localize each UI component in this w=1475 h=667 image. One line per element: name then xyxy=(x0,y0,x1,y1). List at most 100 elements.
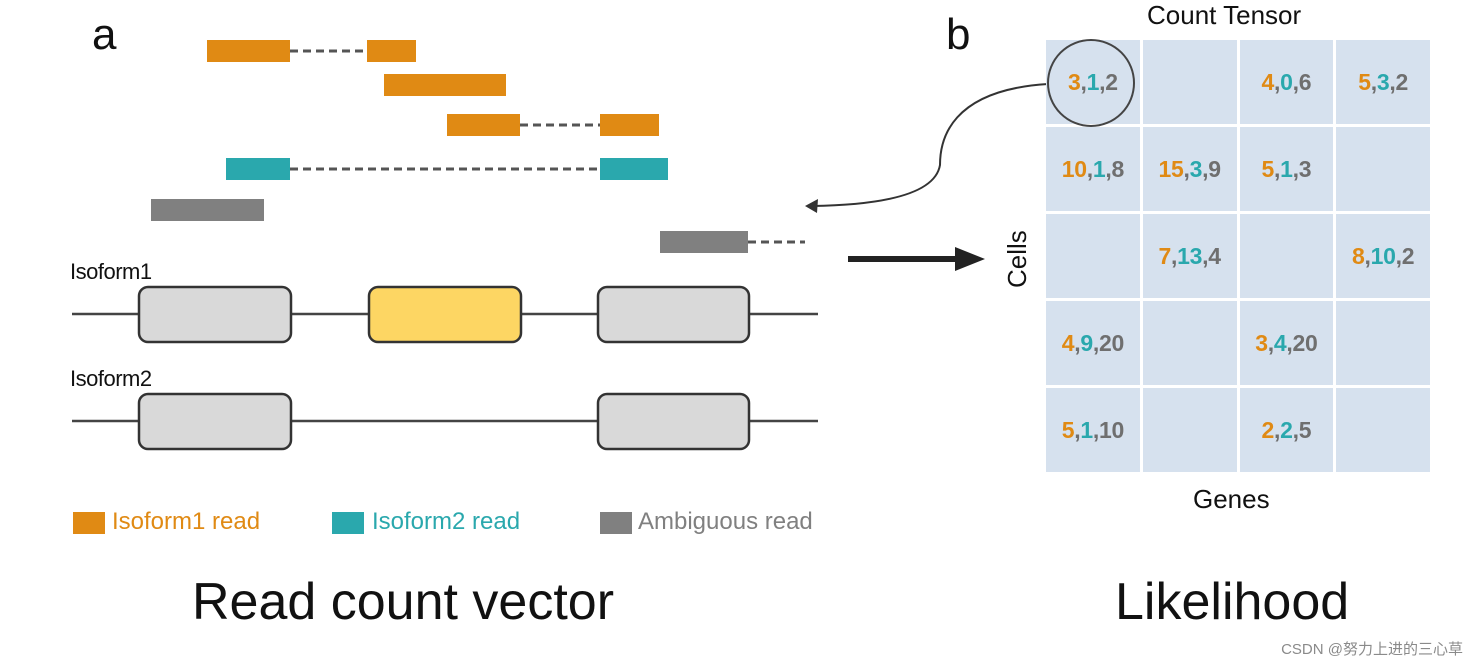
tensor-value: 8 xyxy=(1352,242,1365,269)
tensor-value: 3 xyxy=(1298,155,1312,182)
tensor-cell-r1-c0: 10,1,8 xyxy=(1046,127,1140,211)
tensor-value: 5 xyxy=(1298,416,1312,443)
tensor-cell-r3-c2: 3,4,20 xyxy=(1239,301,1334,385)
tensor-value: 5 xyxy=(1061,416,1075,443)
tensor-separator: , xyxy=(1274,155,1281,182)
tensor-value: 4 xyxy=(1273,329,1287,356)
isoform1-exon-2 xyxy=(367,285,523,344)
tensor-cell-r2-c2 xyxy=(1239,214,1334,298)
tensor-separator: , xyxy=(1074,416,1081,443)
tensor-cell-r1-c3 xyxy=(1336,127,1430,211)
genes-axis-label: Genes xyxy=(1193,484,1270,514)
isoform1-read xyxy=(367,40,416,62)
tensor-value: 15 xyxy=(1158,155,1184,182)
tensor-value: 2 xyxy=(1261,416,1275,443)
tensor-cell-r3-c3 xyxy=(1336,301,1430,385)
tensor-separator: , xyxy=(1274,416,1281,443)
isoform1-read xyxy=(384,74,506,96)
tensor-separator: , xyxy=(1267,329,1274,356)
isoform1-exon-3 xyxy=(596,285,751,344)
tensor-value: 3 xyxy=(1376,68,1390,95)
tensor-value: 6 xyxy=(1298,68,1312,95)
tensor-value: 9 xyxy=(1080,329,1093,356)
tensor-cell-r3-c1 xyxy=(1142,301,1237,385)
tensor-cell-r0-c1 xyxy=(1142,40,1237,124)
tensor-value: 8 xyxy=(1111,155,1124,182)
tensor-value: 20 xyxy=(1292,329,1318,356)
tensor-cell-r2-c0 xyxy=(1046,214,1140,298)
tensor-value: 2 xyxy=(1105,68,1118,95)
highlight-circle xyxy=(1047,39,1135,127)
isoform1-read xyxy=(600,114,659,136)
tensor-cell-r0-c0: 3,1,2 xyxy=(1046,40,1140,124)
tensor-value: 4 xyxy=(1261,68,1275,95)
tensor-value: 0 xyxy=(1280,68,1293,95)
tensor-value: 2 xyxy=(1280,416,1293,443)
isoform2-exon-2 xyxy=(596,392,751,451)
caption-likelihood: Likelihood xyxy=(1115,573,1350,631)
tensor-value: 7 xyxy=(1158,242,1172,269)
tensor-value: 5 xyxy=(1261,155,1275,182)
isoform1-label: Isoform1 xyxy=(70,259,152,284)
tensor-separator: , xyxy=(1395,242,1402,269)
tensor-value: 2 xyxy=(1401,242,1415,269)
tensor-value: 5 xyxy=(1358,68,1371,95)
tensor-cell-r0-c3: 5,3,2 xyxy=(1336,40,1430,124)
tensor-value: 10 xyxy=(1370,242,1396,269)
legend-swatch-isoform2 xyxy=(332,512,364,534)
tensor-value: 3 xyxy=(1189,155,1203,182)
caption-read-count-vector: Read count vector xyxy=(192,573,615,631)
curved-arrow-head xyxy=(805,199,818,213)
isoform1-read xyxy=(207,40,290,62)
tensor-cell-r1-c2: 5,1,3 xyxy=(1239,127,1334,211)
tensor-value: 3 xyxy=(1255,329,1268,356)
tensor-separator: , xyxy=(1292,416,1299,443)
panel-a-letter: a xyxy=(92,10,117,59)
tensor-separator: , xyxy=(1202,242,1209,269)
panel-b-letter: b xyxy=(946,10,971,59)
tensor-separator: , xyxy=(1171,242,1178,269)
tensor-value: 1 xyxy=(1092,155,1106,182)
tensor-value: 10 xyxy=(1098,416,1124,443)
tensor-value: 20 xyxy=(1098,329,1124,356)
tensor-separator: , xyxy=(1183,155,1190,182)
legend-ambiguous: Ambiguous read xyxy=(638,508,813,535)
tensor-separator: , xyxy=(1092,416,1099,443)
tensor-separator: , xyxy=(1370,68,1377,95)
tensor-cell-r4-c0: 5,1,10 xyxy=(1046,388,1140,472)
tensor-separator: , xyxy=(1086,155,1093,182)
legend-swatch-ambiguous xyxy=(600,512,632,534)
tensor-value: 1 xyxy=(1086,68,1100,95)
curved-arrow xyxy=(811,83,1049,207)
tensor-value: 10 xyxy=(1061,155,1087,182)
tensor-separator: , xyxy=(1292,155,1299,182)
tensor-separator: , xyxy=(1074,329,1081,356)
tensor-separator: , xyxy=(1292,68,1299,95)
isoform2-read xyxy=(600,158,668,180)
tensor-value: 1 xyxy=(1080,416,1093,443)
tensor-separator: , xyxy=(1389,68,1396,95)
tensor-cell-r1-c1: 15,3,9 xyxy=(1142,127,1237,211)
highlight-circle-ring xyxy=(1047,39,1135,127)
tensor-cell-r2-c3: 8,10,2 xyxy=(1336,214,1430,298)
count-tensor-title: Count Tensor xyxy=(1147,0,1302,30)
cells-axis-label: Cells xyxy=(1002,230,1032,288)
tensor-separator: , xyxy=(1274,68,1281,95)
tensor-separator: , xyxy=(1286,329,1293,356)
legend-isoform1: Isoform1 read xyxy=(112,508,261,535)
ambiguous-read xyxy=(151,199,264,221)
isoform2-exon-1 xyxy=(137,392,293,451)
tensor-value: 4 xyxy=(1061,329,1075,356)
legend-swatch-isoform1 xyxy=(73,512,105,534)
tensor-separator: , xyxy=(1202,155,1209,182)
tensor-value: 2 xyxy=(1395,68,1408,95)
isoform2-label: Isoform2 xyxy=(70,366,152,391)
tensor-separator: , xyxy=(1099,68,1106,95)
watermark: CSDN @努力上进的三心草 xyxy=(1281,641,1463,658)
tensor-value: 3 xyxy=(1068,68,1081,95)
isoform1-read xyxy=(447,114,520,136)
tensor-cell-r4-c1 xyxy=(1142,388,1237,472)
